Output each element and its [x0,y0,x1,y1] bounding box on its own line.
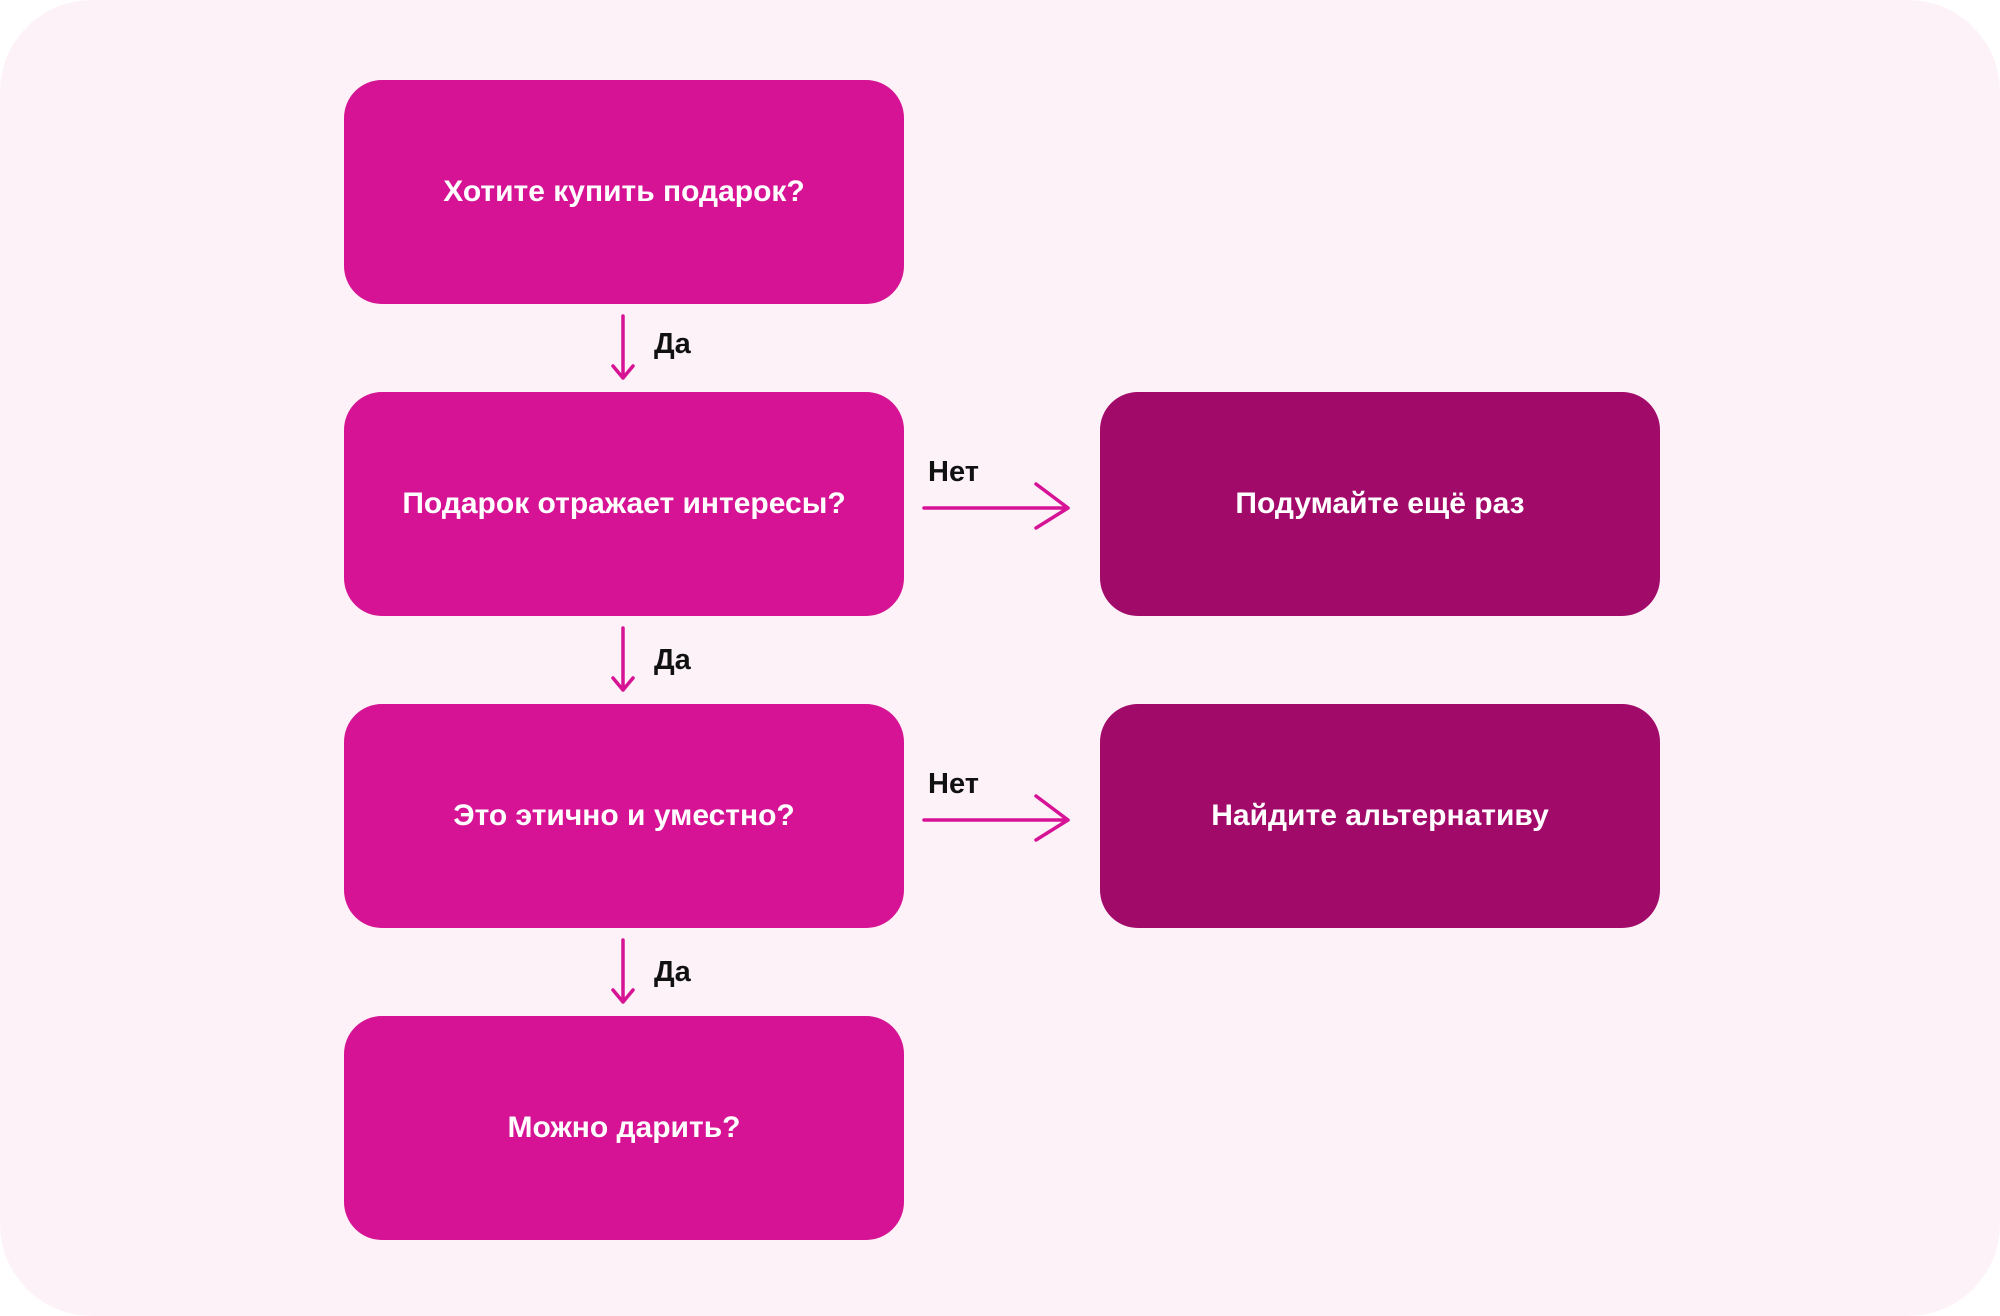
arrow-right-q2-r1 [922,482,1070,530]
edge-label-no: Нет [928,456,979,488]
node-gift-reflects-interests: Подарок отражает интересы? [344,392,904,616]
arrow-down-q1-q2 [611,314,635,380]
node-think-again: Подумайте ещё раз [1100,392,1660,616]
node-can-give: Можно дарить? [344,1016,904,1240]
arrow-down-q3-q4 [611,938,635,1004]
edge-label-yes: Да [654,644,691,676]
node-find-alternative: Найдите альтернативу [1100,704,1660,928]
node-label: Можно дарить? [507,1111,741,1144]
node-label: Подумайте ещё раз [1235,487,1525,520]
edge-label-no: Нет [928,768,979,800]
node-want-to-buy-gift: Хотите купить подарок? [344,80,904,304]
edge-label-yes: Да [654,328,691,360]
arrow-right-q3-r2 [922,794,1070,842]
node-label: Найдите альтернативу [1211,799,1549,832]
arrow-down-q2-q3 [611,626,635,692]
node-label: Подарок отражает интересы? [402,487,846,520]
edge-label-yes: Да [654,956,691,988]
node-ethical-appropriate: Это этично и уместно? [344,704,904,928]
node-label: Это этично и уместно? [453,799,795,832]
node-label: Хотите купить подарок? [443,175,805,208]
